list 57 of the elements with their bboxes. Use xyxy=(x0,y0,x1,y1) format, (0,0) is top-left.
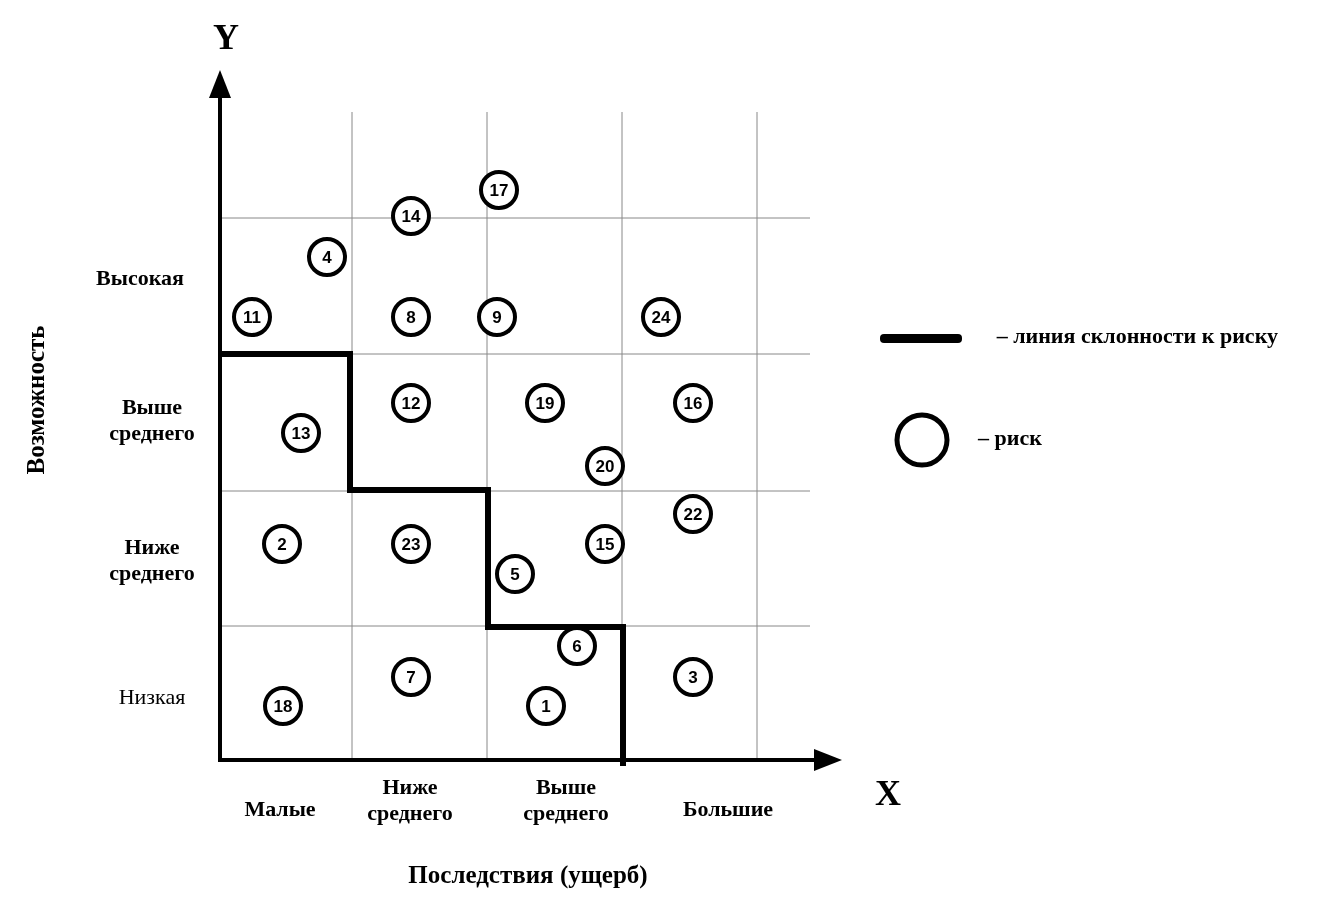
risk-circle xyxy=(391,657,431,697)
axis-letter: Y xyxy=(212,16,240,59)
axis-title: Последствия (ущерб) xyxy=(407,860,649,890)
risk-number: 4 xyxy=(322,248,332,266)
risk-circle xyxy=(673,657,713,697)
risk-circle xyxy=(391,196,431,236)
risk-circle xyxy=(391,524,431,564)
axis-title: Возможность xyxy=(21,324,50,477)
risk-circle xyxy=(479,170,519,210)
risk-circle xyxy=(585,446,625,486)
legend-text: – линия склонности к риску xyxy=(995,322,1278,350)
legend-text: – риск xyxy=(978,424,1043,452)
risk-circle xyxy=(673,383,713,423)
risk-circle xyxy=(232,297,272,337)
risk-circle xyxy=(585,524,625,564)
row-label: Высокая xyxy=(95,265,185,292)
column-label: Ниже среднего xyxy=(366,774,454,827)
risk-circle xyxy=(526,686,566,726)
risk-number: 18 xyxy=(273,697,293,715)
row-label: Низкая xyxy=(117,684,187,711)
risk-number: 19 xyxy=(535,394,555,412)
risk-number: 24 xyxy=(651,308,671,326)
risk-number: 1 xyxy=(541,697,551,715)
risk-circle xyxy=(477,297,517,337)
column-label: Выше среднего xyxy=(522,774,610,827)
risk-number: 20 xyxy=(595,457,615,475)
risk-number: 23 xyxy=(401,535,421,553)
risk-circle xyxy=(262,524,302,564)
risk-circle xyxy=(641,297,681,337)
column-label: Большие xyxy=(681,796,775,823)
risk-circle xyxy=(391,383,431,423)
risk-number: 14 xyxy=(401,207,421,225)
risk-circle xyxy=(673,494,713,534)
risk-circle xyxy=(263,686,303,726)
risk-number: 12 xyxy=(401,394,421,412)
axis-letter: X xyxy=(874,772,902,815)
risk-number: 2 xyxy=(277,535,287,553)
risk-circle xyxy=(391,297,431,337)
risk-number: 22 xyxy=(683,505,703,523)
risk-circle xyxy=(307,237,347,277)
risk-number: 6 xyxy=(572,637,582,655)
row-label: Выше среднего xyxy=(108,394,196,447)
risk-number: 13 xyxy=(291,424,311,442)
risk-circle xyxy=(495,554,535,594)
risk-number: 16 xyxy=(683,394,703,412)
risk-circle xyxy=(525,383,565,423)
risk-number: 15 xyxy=(595,535,615,553)
risk-circle xyxy=(281,413,321,453)
risk-number: 8 xyxy=(406,308,416,326)
risk-number: 3 xyxy=(688,668,698,686)
risk-number: 5 xyxy=(510,565,520,583)
row-label: Ниже среднего xyxy=(108,534,196,587)
column-label: Малые xyxy=(243,796,317,823)
risk-number: 9 xyxy=(492,308,502,326)
risk-number: 11 xyxy=(243,308,261,326)
risk-number: 7 xyxy=(406,668,416,686)
risk-number: 17 xyxy=(489,181,509,199)
